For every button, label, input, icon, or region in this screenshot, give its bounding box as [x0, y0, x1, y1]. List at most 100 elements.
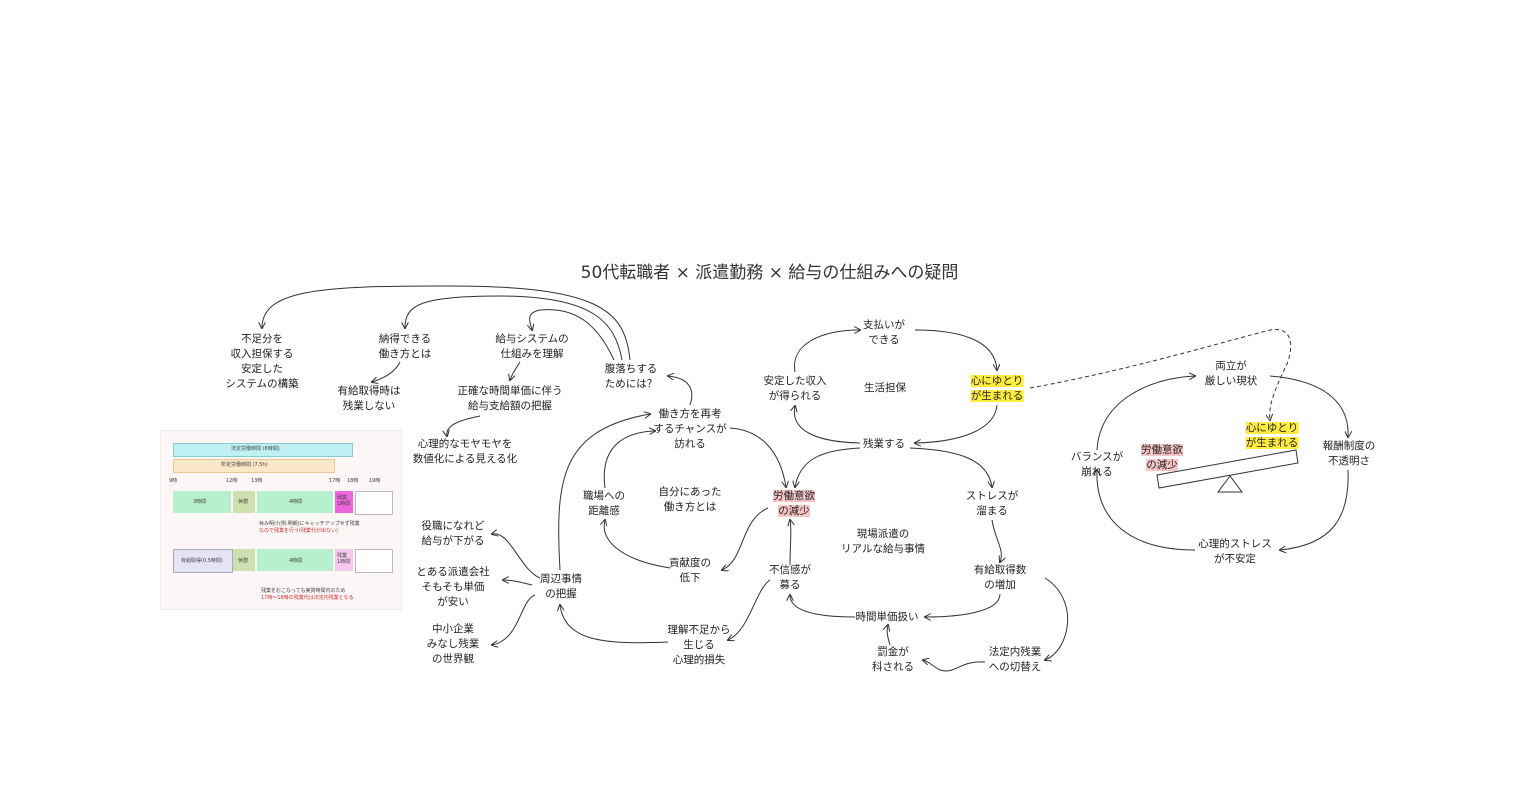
node-yutori[interactable]: 心にゆとり が生まれる	[970, 374, 1024, 404]
link-saiko-rodo	[729, 427, 786, 487]
node-rodo[interactable]: 労働意欲 の減少	[773, 489, 815, 519]
node-jibun[interactable]: 自分にあった 働き方とは	[658, 486, 722, 513]
seg-break-label: 休憩	[238, 499, 249, 505]
link-stress-yukyu	[991, 519, 1001, 562]
note2b: 17時〜18時の残業代は法定内残業となる	[261, 595, 354, 601]
link-zangyo-stress	[909, 447, 992, 487]
link-yukyu-jikan	[925, 593, 1001, 617]
node-rodo2[interactable]: 労働意欲 の減少	[1141, 443, 1183, 473]
seg-pm-label: 4時間	[289, 499, 303, 505]
row2-break-label: 休憩	[238, 558, 249, 564]
seg-am-label: 3時間	[193, 499, 207, 505]
node-yukyu-zangyo[interactable]: 有給取得時は 残業しない	[337, 385, 401, 412]
link-zangyo-antei	[794, 406, 861, 444]
seg-ot	[335, 491, 353, 513]
node-rodo2-label: 労働意欲 の減少	[1141, 444, 1183, 471]
node-yakushoku[interactable]: 役職になれど 給与が下がる	[421, 520, 485, 547]
node-stress[interactable]: ストレスが 溜まる	[965, 490, 1019, 517]
node-genba[interactable]: 現場派遣の リアルな給与事情	[841, 528, 925, 555]
note1: 休み明け(例:明朝)にキャッチアップせず残業	[259, 521, 360, 527]
row2-ot-label: 残業 1時間	[337, 553, 351, 565]
node-seikaku[interactable]: 正確な時間単価に伴う 給与支給額の把握	[457, 385, 563, 412]
link-rodo-kouken	[722, 507, 769, 570]
link-hoshu-shinri	[1280, 469, 1349, 550]
node-nattoku[interactable]: 納得できる 働き方とは	[378, 333, 432, 360]
row2-ot	[335, 549, 353, 571]
seg-pm	[257, 491, 333, 513]
link-antei-shiharai	[793, 330, 860, 373]
node-shokuba[interactable]: 職場への 距離感	[583, 490, 625, 517]
node-yukyu-zoka[interactable]: 有給取得数 の増加	[973, 564, 1027, 591]
node-fusoku[interactable]: 不足分を 収入担保する 安定した システムの構築	[225, 333, 299, 390]
node-saiko[interactable]: 働き方を再考 するチャンスが 訪れる	[653, 408, 727, 450]
node-yutori2-label: 心にゆとり が生まれる	[1245, 422, 1299, 449]
tick-18: 18時	[347, 478, 359, 484]
link-shiharai-yutori	[914, 329, 997, 370]
legal-hours-bar	[173, 443, 353, 457]
diagram-title: 50代転職者 × 派遣勤務 × 給与の仕組みへの疑問	[580, 263, 959, 283]
node-seikatsu[interactable]: 生活担保	[864, 382, 906, 394]
row2-left-label: 有給取得(0.5時間)	[181, 558, 223, 564]
node-kyuyo-sys[interactable]: 給与システムの 仕組みを理解	[495, 333, 569, 360]
link-kyuyo-seikaku	[510, 361, 521, 380]
link-nattoku-yukyu	[372, 361, 401, 382]
node-balance[interactable]: バランスが 崩れる	[1070, 451, 1124, 478]
note1b: なので残業を行う(残業代が出ない)	[259, 528, 338, 534]
link-yukyu-houtei	[1045, 577, 1069, 660]
link-yutori-zangyo	[915, 404, 998, 443]
node-rikai[interactable]: 理解不足から 生じる 心理的損失	[667, 624, 731, 666]
scheduled-hours-bar	[173, 459, 335, 473]
link-seikaku-moyamoya	[447, 415, 481, 436]
node-yutori2[interactable]: 心にゆとり が生まれる	[1245, 421, 1299, 451]
node-fushin[interactable]: 不信感が 募る	[769, 564, 811, 591]
node-ryoritsu[interactable]: 両立が 厳しい現状	[1204, 360, 1258, 387]
link-zangyo-rodo	[795, 447, 861, 487]
scheduled-hours-label: 所定労働時間 (7.5h)	[221, 462, 268, 468]
link-bakkin-jikan	[887, 625, 891, 646]
tick-13: 13時	[251, 478, 263, 484]
node-shiharai[interactable]: 支払いが できる	[863, 319, 905, 346]
node-hoshu[interactable]: 報酬制度の 不透明さ	[1322, 440, 1376, 467]
legal-hours-label: 法定労働時間 (8時間)	[231, 446, 280, 452]
node-moyamoya[interactable]: 心理的なモヤモヤを 数値化による見える化	[412, 438, 518, 465]
seg-ot-label: 残業 1時間	[337, 495, 351, 507]
tick-9: 9時	[169, 478, 178, 484]
link-saiko-haraochi	[668, 376, 693, 406]
link-kouken-shokuba	[604, 520, 671, 569]
row2-break	[233, 549, 255, 571]
row2-mid-label: 4時間	[289, 558, 303, 564]
node-houtei[interactable]: 法定内残業 への切替え	[988, 646, 1042, 673]
row2-mid	[257, 549, 333, 571]
tick-17: 17時	[329, 478, 341, 484]
work-hours-thumbnail[interactable]: 法定労働時間 (8時間) 所定労働時間 (7.5h) 9時 12時 13時 17…	[160, 430, 402, 610]
node-chusho[interactable]: 中小企業 みなし残業 の世界観	[426, 623, 480, 665]
link-shuhen-haken	[503, 580, 533, 586]
link-haraochi-nattoku	[405, 295, 623, 361]
link-fushin-rodo	[790, 520, 791, 566]
row2-empty	[355, 549, 393, 573]
node-zangyo[interactable]: 残業する	[863, 438, 905, 450]
node-yutori-label: 心にゆとり が生まれる	[970, 375, 1024, 402]
link-rikai-shuhen	[560, 605, 669, 644]
node-bakkin[interactable]: 罰金が 科される	[872, 646, 914, 673]
node-shinri-stress[interactable]: 心理的ストレス が不安定	[1198, 538, 1272, 565]
seg-am	[173, 491, 231, 513]
node-shuhen[interactable]: 周辺事情 の把握	[540, 573, 582, 600]
seg-break	[233, 491, 255, 513]
link-shuhen-yakushoku	[492, 534, 541, 579]
node-kouken[interactable]: 貢献度の 低下	[669, 557, 711, 584]
node-jikan[interactable]: 時間単価扱い	[855, 611, 919, 623]
link-shinri-balance	[1097, 470, 1196, 551]
node-haraochi[interactable]: 腹落ちする ためには？	[604, 363, 658, 390]
node-haken[interactable]: とある派遣会社 そもそも単価 が安い	[416, 566, 490, 608]
seg-empty	[355, 491, 393, 515]
link-balance-ryoritsu	[1096, 376, 1195, 451]
link-shokuba-saiko	[603, 431, 655, 489]
link-haraochi-fusoku	[262, 285, 631, 361]
link-ryoritsu-hoshu	[1269, 375, 1348, 437]
node-antei[interactable]: 安定した収入 が得られる	[763, 375, 827, 402]
tick-19: 19時	[369, 478, 381, 484]
link-shuhen-chusho	[492, 594, 536, 645]
link-haraochi-kyuyo	[530, 309, 615, 361]
